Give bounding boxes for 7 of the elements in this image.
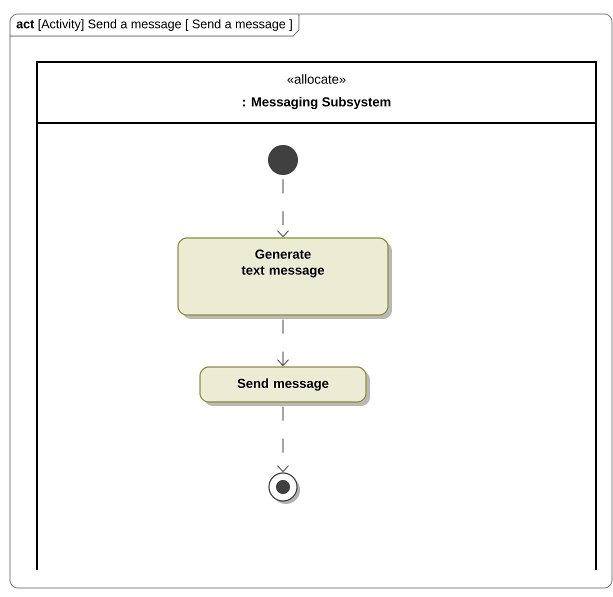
arrow [277,178,289,238]
arrow [277,406,289,472]
arrow [277,319,289,366]
action-box: Generate text message [177,237,392,319]
final-node [268,472,300,504]
action-box: Send message [199,366,370,406]
initial-node [268,145,298,175]
